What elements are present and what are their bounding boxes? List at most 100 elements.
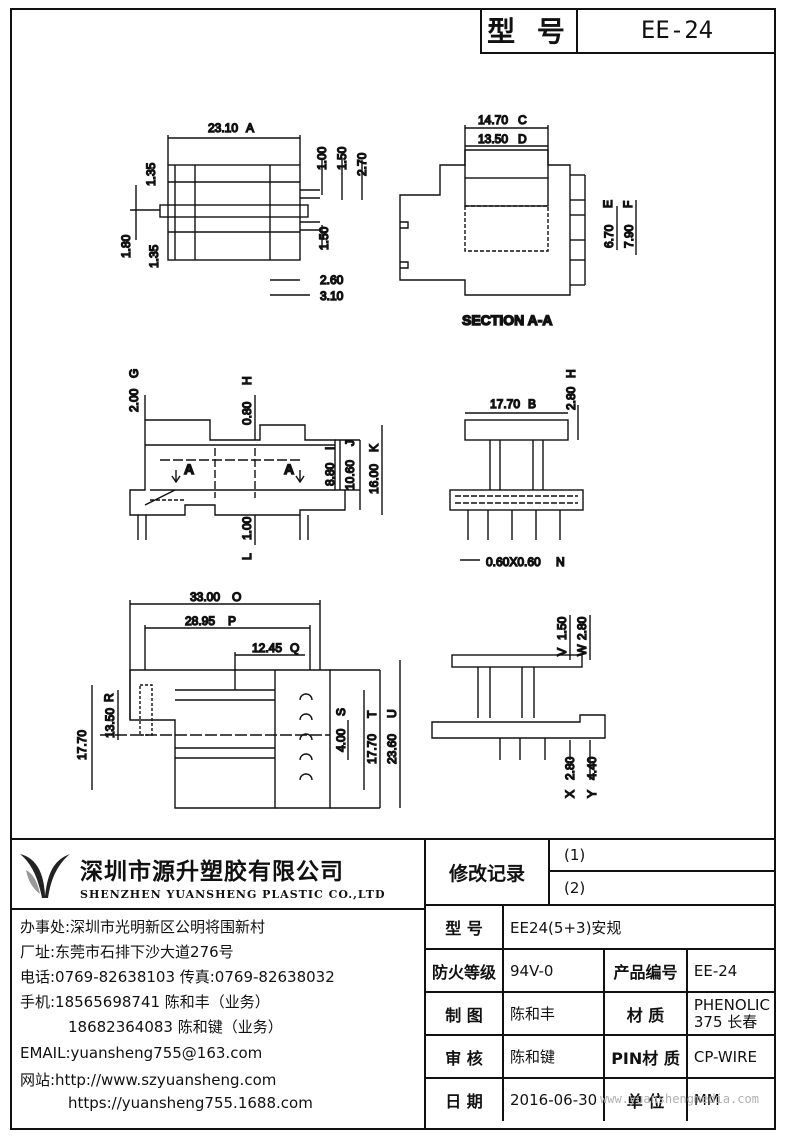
dim-v: 1.50 bbox=[555, 616, 569, 640]
divider bbox=[10, 908, 424, 910]
mark-r: R bbox=[102, 693, 116, 702]
spec-unit-key: 单 位 bbox=[603, 1077, 688, 1121]
mark-v: V bbox=[555, 648, 569, 656]
office-address: 办事处:深圳市光明新区公明将围新村 bbox=[20, 918, 266, 936]
mark-p: P bbox=[228, 614, 236, 628]
mark-j: J bbox=[343, 440, 357, 446]
spec-unit-value: MM bbox=[685, 1077, 776, 1121]
website-1[interactable]: 网站:http://www.szyuansheng.com bbox=[20, 1071, 277, 1089]
watermark: www.yuanshengmedia.com bbox=[600, 1092, 759, 1106]
spec-mat-value: PHENOLIC 375 长春 bbox=[685, 991, 776, 1036]
dim-x: 2.80 bbox=[563, 756, 577, 780]
mark-t: T bbox=[365, 710, 379, 718]
dim-t: 17.70 bbox=[365, 734, 379, 764]
dim-b: 17.70 bbox=[490, 397, 520, 411]
spec-fire-value: 94V-0 bbox=[502, 948, 606, 993]
mark-s: S bbox=[334, 708, 348, 716]
dim-e: 6.70 bbox=[602, 224, 616, 248]
mark-a: A bbox=[246, 121, 254, 135]
arrow-a-right: A bbox=[284, 461, 294, 477]
dim-a: 23.10 bbox=[208, 121, 238, 135]
dim-1-35-b: 1.35 bbox=[147, 244, 161, 268]
mark-w: W bbox=[575, 644, 589, 656]
company-info: 深圳市源升塑胶有限公司 SHENZHEN YUANSHENG PLASTIC C… bbox=[10, 840, 426, 1130]
mark-b: B bbox=[528, 397, 536, 411]
factory-address: 厂址:东莞市石排下沙大道276号 bbox=[20, 943, 234, 961]
mark-h2: H bbox=[564, 369, 578, 378]
dim-f: 7.90 bbox=[622, 224, 636, 248]
mark-k: K bbox=[367, 444, 381, 452]
spec-date-key: 日 期 bbox=[426, 1077, 505, 1121]
spec-review-key: 审 核 bbox=[426, 1034, 505, 1079]
spec-date-value: 2016-06-30 bbox=[502, 1077, 606, 1121]
mark-y: Y bbox=[585, 790, 599, 798]
dim-s: 4.00 bbox=[334, 728, 348, 752]
website-2[interactable]: https://yuansheng755.1688.com bbox=[68, 1094, 313, 1112]
front-view bbox=[129, 395, 383, 545]
spec-draw-key: 制 图 bbox=[426, 991, 505, 1036]
dim-c: 14.70 bbox=[478, 113, 508, 127]
mark-e: E bbox=[601, 200, 615, 208]
dim-u: 23.60 bbox=[385, 734, 399, 764]
dim-1-50-b: 1.50 bbox=[317, 226, 331, 250]
mobile-1: 手机:18565698741 陈和丰（业务） bbox=[20, 993, 270, 1011]
spec-prod-key: 产品编号 bbox=[603, 948, 688, 993]
spec-mat-value-1: PHENOLIC bbox=[693, 995, 770, 1014]
spec-review-value: 陈和键 bbox=[502, 1034, 606, 1079]
company-logo-icon bbox=[20, 854, 70, 898]
mark-o: O bbox=[232, 590, 241, 604]
model-label: 型 号 bbox=[482, 8, 578, 52]
end-view bbox=[431, 615, 606, 780]
mark-g: G bbox=[127, 369, 141, 378]
top-left-view bbox=[130, 135, 363, 296]
dim-1-00: 1.00 bbox=[315, 146, 329, 170]
dim-p: 28.95 bbox=[185, 614, 215, 628]
dim-1-50-a: 1.50 bbox=[335, 146, 349, 170]
mark-h: H bbox=[240, 376, 254, 385]
bottom-view bbox=[91, 600, 401, 809]
revision-1: (1) bbox=[550, 840, 774, 872]
drawing-frame bbox=[10, 8, 776, 1130]
dim-h: 0.80 bbox=[240, 401, 254, 425]
spec-prod-value: EE-24 bbox=[685, 948, 776, 993]
mark-u: U bbox=[385, 709, 399, 718]
spec-pin-value: CP-WIRE bbox=[685, 1034, 776, 1079]
dim-o: 33.00 bbox=[190, 590, 220, 604]
arrow-a-left: A bbox=[184, 461, 194, 477]
mark-l: L bbox=[240, 553, 254, 560]
company-name-cn: 深圳市源升塑胶有限公司 bbox=[80, 859, 344, 885]
mark-x: X bbox=[563, 790, 577, 798]
mark-q: Q bbox=[290, 641, 299, 655]
spec-pin-key: PIN材 质 bbox=[603, 1034, 688, 1079]
title-block-bottom: 深圳市源升塑胶有限公司 SHENZHEN YUANSHENG PLASTIC C… bbox=[10, 838, 776, 1130]
spec-model-value: EE24(5+3)安规 bbox=[502, 906, 776, 950]
dim-h2: 2.80 bbox=[564, 386, 578, 410]
spec-draw-value: 陈和丰 bbox=[502, 991, 606, 1036]
revision-2: (2) bbox=[564, 879, 586, 897]
dim-r: 13.50 bbox=[103, 708, 117, 738]
dim-2-70: 2.70 bbox=[355, 152, 369, 176]
section-view bbox=[399, 125, 637, 296]
dim-w: 2.80 bbox=[575, 616, 589, 640]
section-label: SECTION A-A bbox=[462, 312, 552, 328]
dim-1-35-a: 1.35 bbox=[144, 162, 158, 186]
dim-n: 0.60X0.60 bbox=[486, 555, 541, 569]
dim-2-60: 2.60 bbox=[320, 273, 344, 287]
dim-1-80: 1.80 bbox=[119, 234, 133, 258]
dim-j: 10.60 bbox=[343, 460, 357, 490]
spec-mat-value-2: 375 长春 bbox=[693, 1012, 758, 1031]
spec-mat-key: 材 质 bbox=[603, 991, 688, 1036]
mark-d: D bbox=[518, 132, 527, 146]
dim-3-10: 3.10 bbox=[320, 289, 344, 303]
spec-model-key: 型 号 bbox=[426, 906, 505, 950]
side-view bbox=[449, 405, 584, 561]
dim-left-17-70: 17.70 bbox=[75, 730, 89, 760]
email[interactable]: EMAIL:yuansheng755@163.com bbox=[20, 1044, 263, 1062]
spec-fire-key: 防火等级 bbox=[426, 948, 505, 993]
dim-i: 8.80 bbox=[323, 462, 337, 486]
mark-i: I bbox=[323, 447, 337, 450]
revision-label: 修改记录 bbox=[426, 840, 550, 904]
dim-g: 2.00 bbox=[127, 388, 141, 412]
mark-f: F bbox=[621, 201, 635, 208]
title-block: 型 号 EE-24 bbox=[480, 8, 776, 54]
